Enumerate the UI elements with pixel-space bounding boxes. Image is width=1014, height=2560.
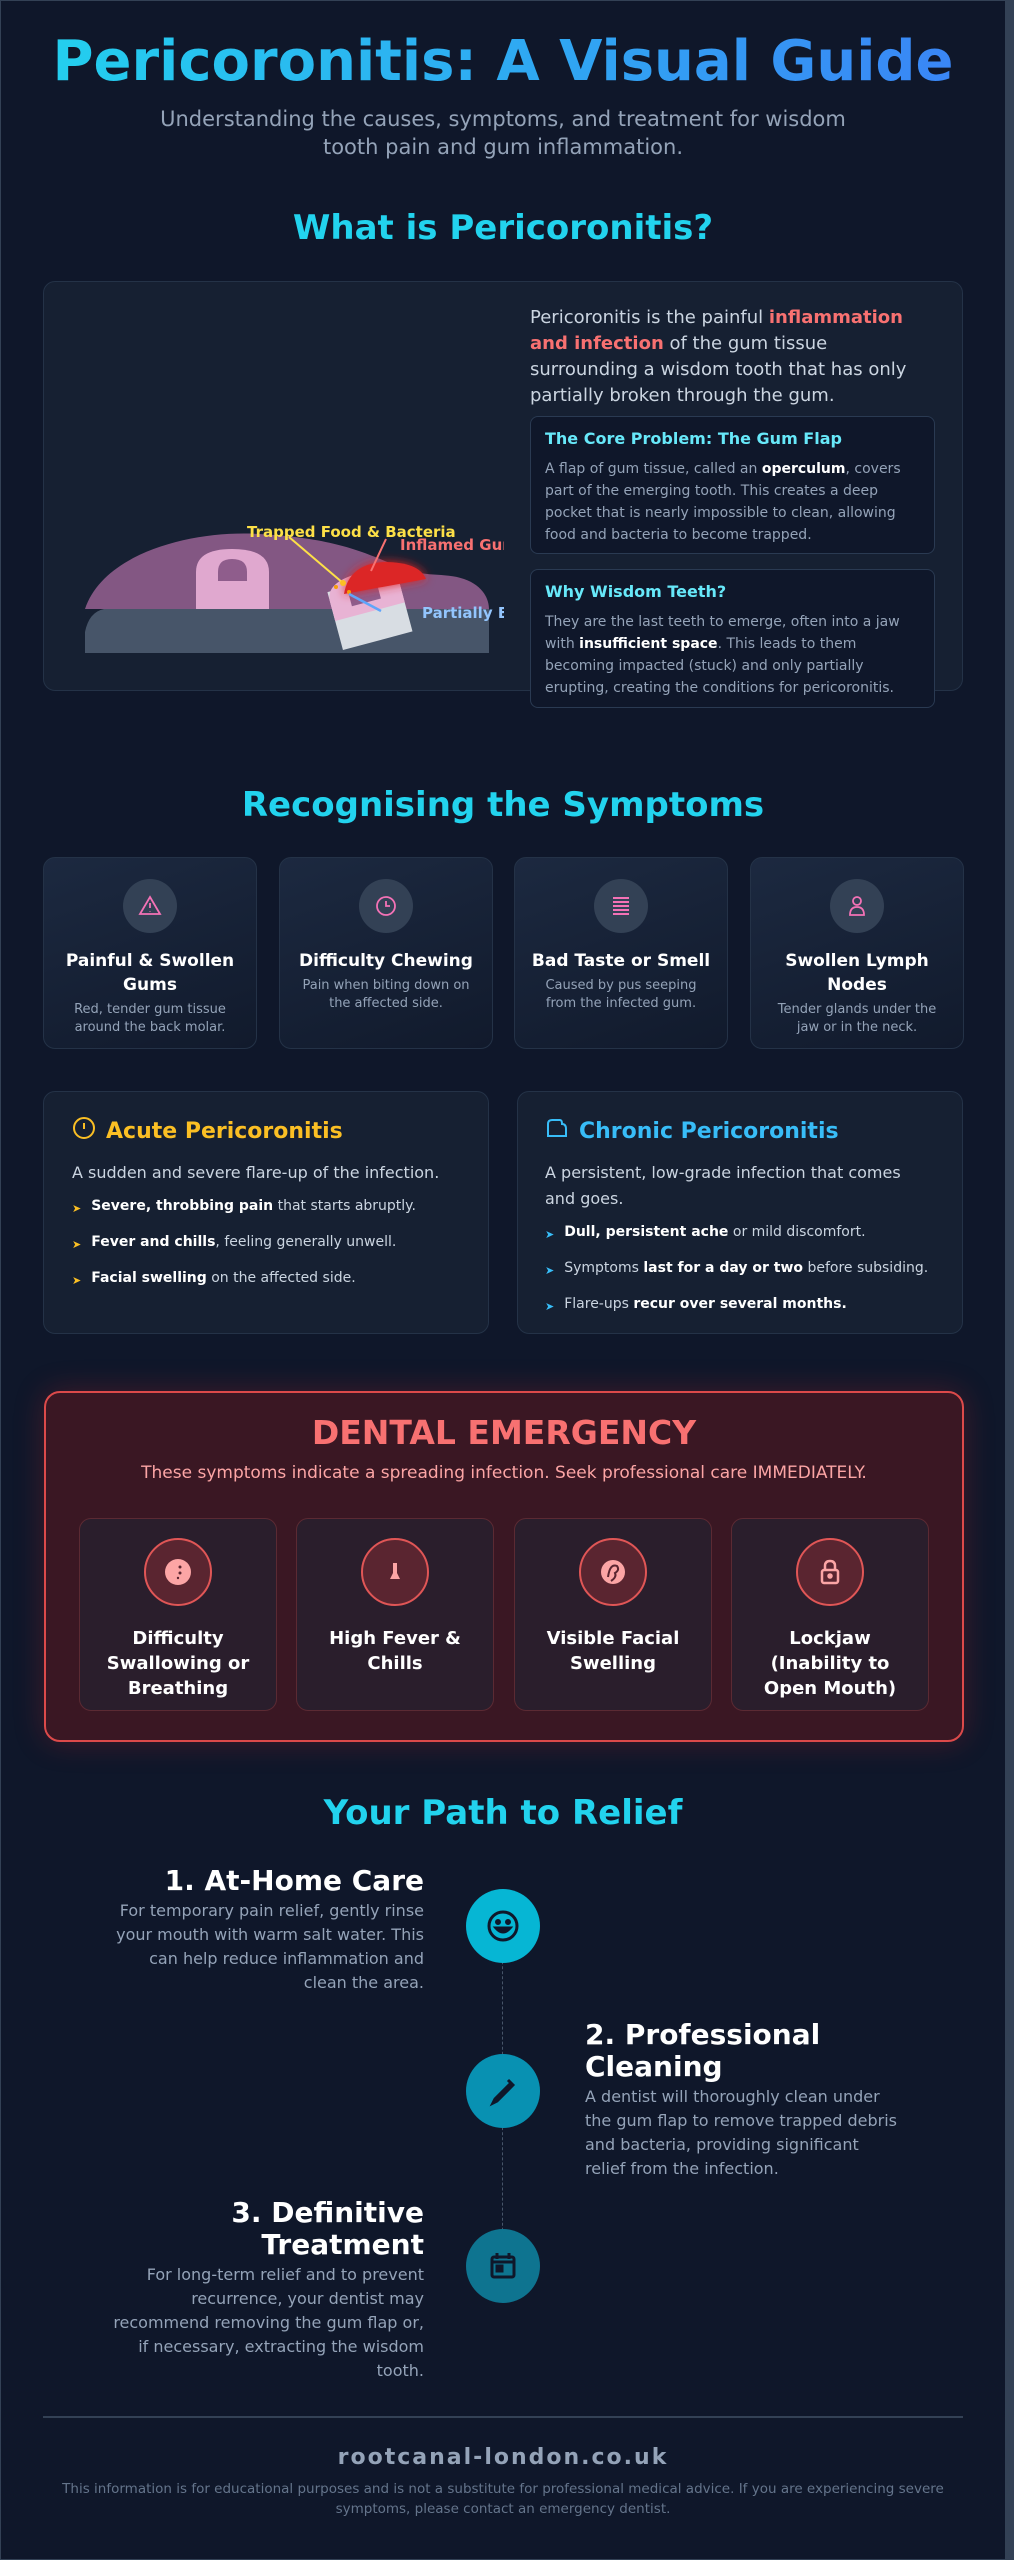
info-box-wisdom-teeth: Why Wisdom Teeth? They are the last teet… xyxy=(530,569,935,708)
thermometer-icon xyxy=(361,1538,429,1606)
emergency-subtitle: These symptoms indicate a spreading infe… xyxy=(141,1463,867,1483)
emergency-card: Lockjaw (Inability to Open Mouth) xyxy=(731,1518,929,1711)
person-icon xyxy=(830,879,884,933)
info-box-gum-flap: The Core Problem: The Gum Flap A flap of… xyxy=(530,416,935,554)
document-icon xyxy=(545,1116,569,1146)
list-item: ➤Flare-ups recur over several months. xyxy=(545,1296,847,1313)
gum-diagram: Trapped Food & Bacteria Inflamed Gum Par… xyxy=(85,523,504,653)
list-item: ➤Fever and chills, feeling generally unw… xyxy=(72,1234,397,1251)
emergency-title: DENTAL EMERGENCY xyxy=(311,1413,697,1452)
chronic-card: Chronic Pericoronitis A persistent, low-… xyxy=(517,1091,963,1334)
list-item: ➤Dull, persistent ache or mild discomfor… xyxy=(545,1224,866,1241)
emergency-card: Visible Facial Swelling xyxy=(514,1518,712,1711)
section-heading-relief: Your Path to Relief xyxy=(323,1793,683,1833)
inflamed-gum xyxy=(344,562,426,594)
swallow-icon xyxy=(144,1538,212,1606)
smile-icon xyxy=(466,1889,540,1963)
face-swelling-icon xyxy=(579,1538,647,1606)
emergency-card: High Fever & Chills xyxy=(296,1518,494,1711)
section-heading-symptoms: Recognising the Symptoms xyxy=(241,785,765,825)
label-inflamed-gum: Inflamed Gum xyxy=(400,536,504,554)
footer-site: rootcanal-london.co.uk xyxy=(337,2445,669,2470)
label-trapped-food: Trapped Food & Bacteria xyxy=(247,523,456,541)
footer-divider xyxy=(43,2416,963,2418)
list-item: ➤Severe, throbbing pain that starts abru… xyxy=(72,1198,416,1215)
emergency-panel: DENTAL EMERGENCY These symptoms indicate… xyxy=(44,1391,964,1742)
page-title: Pericoronitis: A Visual Guide xyxy=(1,29,1005,94)
lines-icon xyxy=(594,879,648,933)
list-item: ➤Symptoms last for a day or two before s… xyxy=(545,1260,929,1277)
clock-icon xyxy=(359,879,413,933)
intro-text: Pericoronitis is the painful inflammatio… xyxy=(530,307,907,406)
list-item: ➤Facial swelling on the affected side. xyxy=(72,1270,356,1287)
warning-icon xyxy=(123,879,177,933)
section-heading-what: What is Pericoronitis? xyxy=(292,208,714,248)
page-subtitle: Understanding the causes, symptoms, and … xyxy=(160,107,846,159)
acute-card: Acute Pericoronitis A sudden and severe … xyxy=(43,1091,489,1334)
dropper-icon xyxy=(466,2054,540,2128)
emergency-card: Difficulty Swallowing or Breathing xyxy=(79,1518,277,1711)
alert-circle-icon xyxy=(72,1116,96,1146)
calendar-icon xyxy=(466,2229,540,2303)
label-partially-erupted: Partially Erupted xyxy=(422,604,504,622)
lock-icon xyxy=(796,1538,864,1606)
footer-disclaimer: This information is for educational purp… xyxy=(62,2481,944,2517)
molar-root-gap xyxy=(218,559,247,581)
